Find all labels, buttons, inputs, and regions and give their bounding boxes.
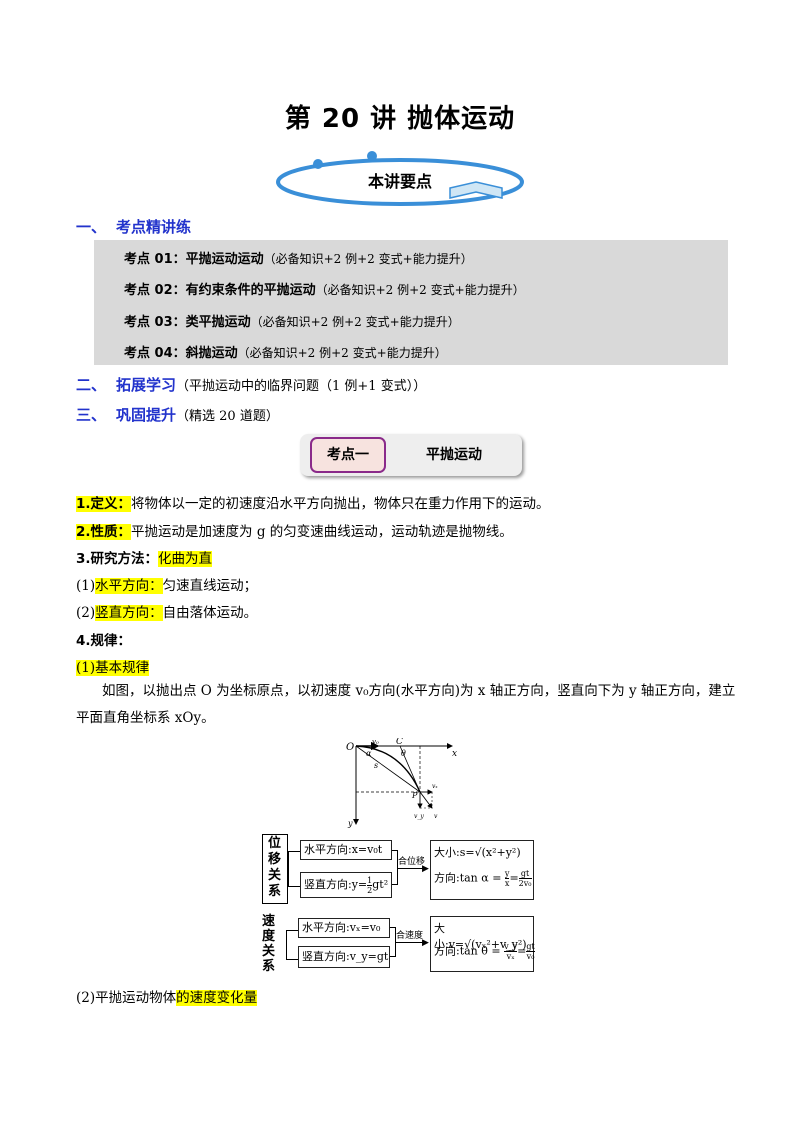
kaodian-item: 考点 04：斜抛运动（必备知识+2 例+2 变式+能力提升） — [124, 346, 447, 361]
section-1: 一、考点精讲练 — [76, 218, 192, 236]
kaodian-item: 考点 01：平抛运动运动（必备知识+2 例+2 变式+能力提升） — [124, 252, 473, 267]
banner-ornament — [276, 151, 524, 206]
projectile-diagram: O v₀ C x α s θ P vₓ v_y v y — [346, 738, 457, 828]
svg-text:y: y — [347, 819, 353, 828]
svg-text:v₀: v₀ — [372, 738, 379, 746]
velocity-change: (2)平抛运动物体的速度变化量 — [76, 990, 258, 1006]
horizontal-direction: (1)水平方向：匀速直线运动； — [76, 578, 258, 594]
svg-text:s: s — [374, 761, 378, 770]
basic-law: (1)基本规律 — [76, 660, 150, 676]
topic-tab-title: 平抛运动 — [426, 447, 482, 463]
method: 3.研究方法：化曲为直 — [76, 551, 213, 567]
vel-horizontal: 水平方向:vₓ=v₀ — [298, 918, 390, 938]
definition: 1.定义：将物体以一定的初速度沿水平方向抛出，物体只在重力作用下的运动。 — [76, 496, 550, 512]
topic-tab-number: 考点一 — [310, 437, 386, 473]
banner-title: 本讲要点 — [367, 172, 432, 191]
svg-text:θ: θ — [401, 749, 406, 758]
section-3: 三、巩固提升（精选 20 道题） — [76, 406, 279, 424]
svg-text:P: P — [411, 791, 418, 800]
disp-horizontal: 水平方向:x=v₀t — [300, 840, 392, 860]
vel-vertical: 竖直方向:v_y=gt — [298, 946, 390, 968]
kaodian-item: 考点 03：类平抛运动（必备知识+2 例+2 变式+能力提升） — [124, 315, 460, 330]
svg-text:α: α — [366, 749, 372, 758]
vertical-direction: (2)竖直方向：自由落体运动。 — [76, 605, 258, 621]
property: 2.性质：平抛运动是加速度为 g 的匀变速曲线运动，运动轨迹是抛物线。 — [76, 524, 513, 540]
section-2: 二、拓展学习（平抛运动中的临界问题（1 例+1 变式）） — [76, 376, 427, 394]
svg-text:vₓ: vₓ — [432, 783, 438, 790]
page-title: 第 20 讲 抛体运动 — [284, 104, 516, 134]
svg-text:v: v — [434, 813, 438, 820]
intro-paragraph: 如图，以抛出点 O 为坐标原点，以初速度 v₀方向(水平方向)为 x 轴正方向，… — [76, 683, 736, 726]
kaodian-item: 考点 02：有约束条件的平抛运动（必备知识+2 例+2 变式+能力提升） — [124, 283, 525, 298]
law-heading: 4.规律： — [76, 633, 132, 649]
label-O: O — [346, 742, 354, 753]
book-icon — [449, 181, 503, 199]
svg-text:v_y: v_y — [414, 813, 424, 820]
kaodian-box — [94, 240, 728, 365]
svg-text:C: C — [396, 738, 403, 747]
svg-text:x: x — [452, 749, 457, 759]
velocity-relations: 速度关系 水平方向:vₓ=v₀ 竖直方向:v_y=gt 合速度 ▶ 大小:v=√… — [262, 914, 535, 974]
